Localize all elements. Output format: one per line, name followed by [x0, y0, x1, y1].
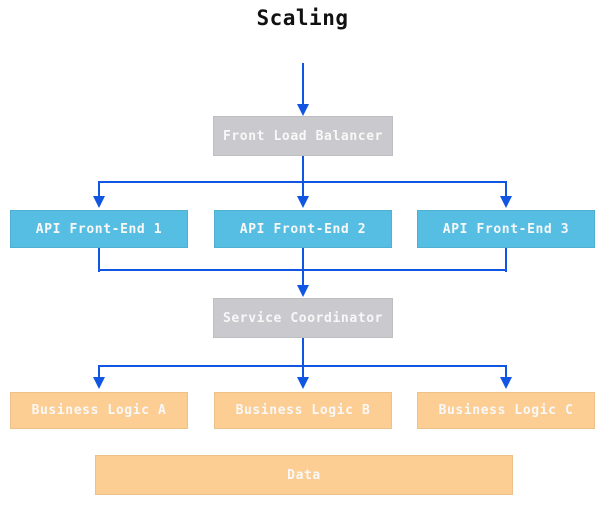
node-front-load-balancer: Front Load Balancer [213, 116, 393, 156]
node-business-logic-c: Business Logic C [417, 392, 595, 429]
node-api-front-end-2: API Front-End 2 [214, 210, 392, 248]
node-service-coordinator-label: Service Coordinator [222, 310, 384, 326]
node-front-load-balancer-label: Front Load Balancer [222, 128, 384, 144]
node-api-front-end-3-label: API Front-End 3 [442, 221, 570, 237]
node-data-label: Data [287, 467, 321, 483]
node-business-logic-b: Business Logic B [214, 392, 392, 429]
node-business-logic-b-label: Business Logic B [235, 403, 371, 418]
node-business-logic-a: Business Logic A [10, 392, 188, 429]
node-business-logic-a-label: Business Logic A [31, 403, 167, 418]
node-api-front-end-3: API Front-End 3 [417, 210, 595, 248]
node-api-front-end-2-label: API Front-End 2 [239, 221, 367, 237]
node-api-front-end-1: API Front-End 1 [10, 210, 188, 248]
node-data: Data [95, 455, 513, 495]
node-service-coordinator: Service Coordinator [213, 298, 393, 338]
node-api-front-end-1-label: API Front-End 1 [35, 221, 163, 237]
diagram-title: Scaling [256, 6, 349, 30]
node-business-logic-c-label: Business Logic C [438, 403, 574, 418]
